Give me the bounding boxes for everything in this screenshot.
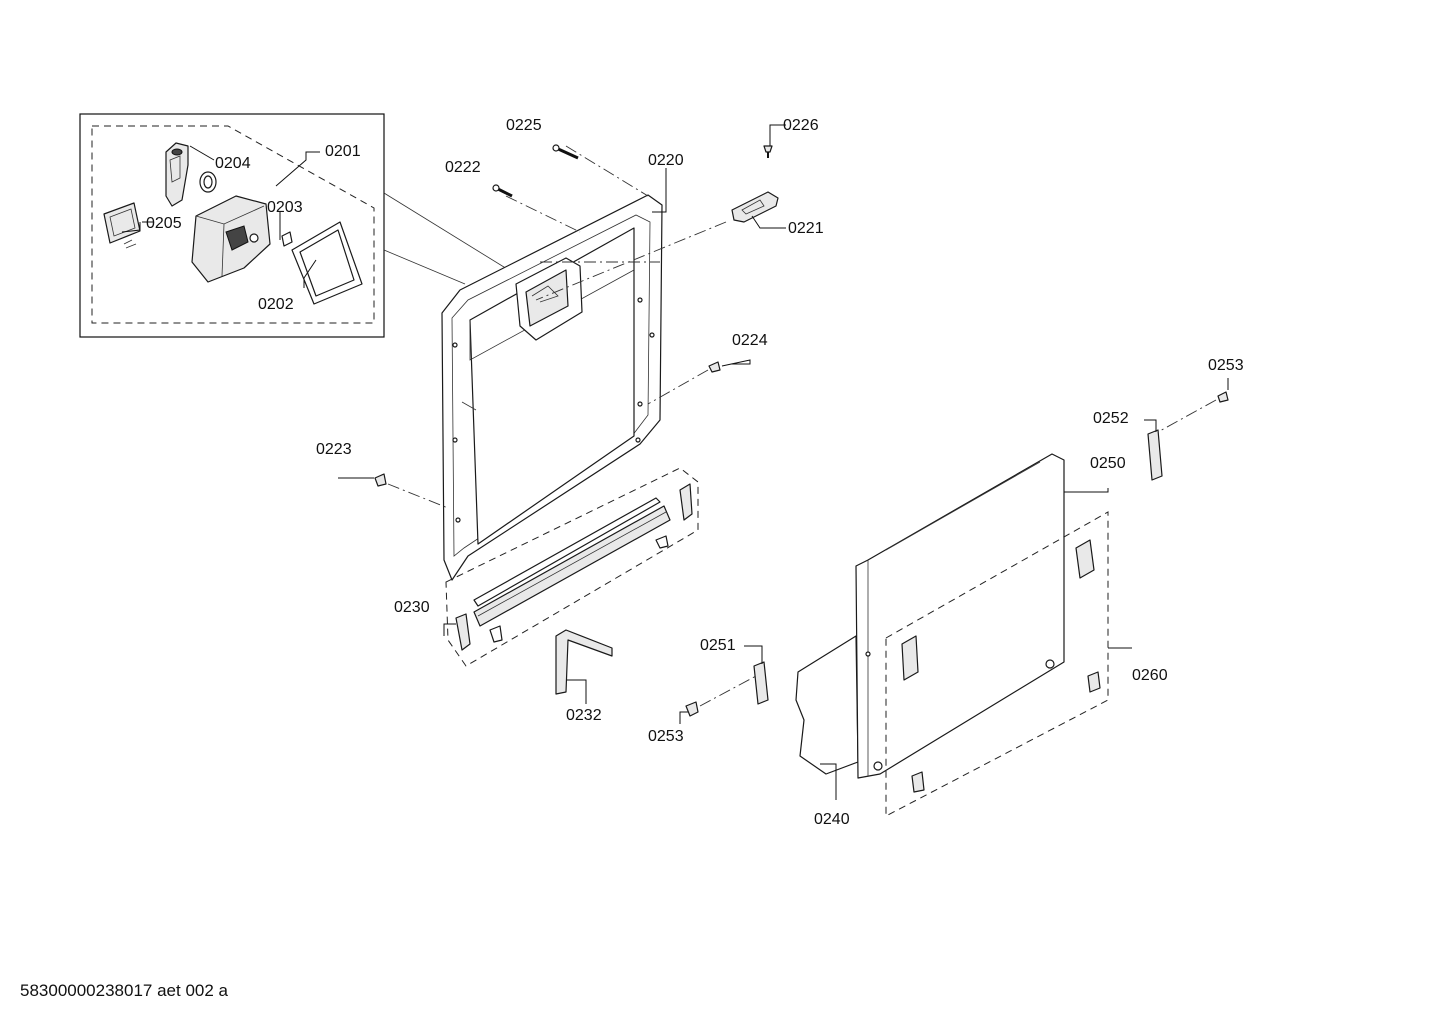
callout-0221: 0221	[788, 220, 824, 237]
callout-0253-upper: 0253	[1208, 357, 1244, 374]
callout-labels: 0201 0202 0203 0204 0205 0220 0221 0222 …	[146, 117, 1244, 828]
screw-0222	[492, 184, 513, 198]
screw-0253-upper	[1217, 391, 1229, 403]
side-strip-0251	[753, 661, 769, 705]
screw-0225	[552, 144, 579, 160]
callout-0205: 0205	[146, 215, 182, 232]
outer-panel-part	[855, 453, 1065, 779]
dispenser-lid-part	[165, 142, 189, 207]
callout-0230: 0230	[394, 599, 430, 616]
leader-lines	[121, 124, 1229, 800]
insulation-panel-part	[795, 635, 859, 775]
callout-0250: 0250	[1090, 455, 1126, 472]
inner-door-part	[441, 194, 663, 581]
callout-0201: 0201	[325, 143, 361, 160]
detail-inset	[79, 113, 513, 338]
bracket-part	[555, 629, 613, 695]
callout-0204: 0204	[215, 155, 251, 172]
callout-0224: 0224	[732, 332, 768, 349]
seal-ring-part	[199, 171, 217, 193]
fixing-kit-outline	[885, 511, 1109, 817]
assembly-lines	[387, 145, 1217, 707]
dispenser-body-part	[191, 195, 293, 283]
latch-part	[731, 191, 779, 223]
callout-0232: 0232	[566, 707, 602, 724]
screw-0224	[708, 361, 721, 373]
callout-0252: 0252	[1093, 410, 1129, 427]
side-strip-0252	[1147, 429, 1163, 481]
callout-0226: 0226	[783, 117, 819, 134]
cover-plate-part	[103, 202, 141, 249]
callout-0240: 0240	[814, 811, 850, 828]
callout-0260: 0260	[1132, 667, 1168, 684]
screw-0223	[374, 473, 387, 487]
lower-rail-assembly	[445, 467, 699, 667]
drawing-number: 58300000238017 aet 002 a	[20, 981, 228, 1000]
callout-0253-lower: 0253	[648, 728, 684, 745]
callout-0203: 0203	[267, 199, 303, 216]
callout-0225: 0225	[506, 117, 542, 134]
screw-0226	[763, 145, 773, 158]
callout-0222: 0222	[445, 159, 481, 176]
callout-0220: 0220	[648, 152, 684, 169]
screw-0253-lower	[685, 701, 699, 717]
callout-0202: 0202	[258, 296, 294, 313]
seal-frame-part	[291, 221, 363, 305]
callout-0251: 0251	[700, 637, 736, 654]
callout-0223: 0223	[316, 441, 352, 458]
